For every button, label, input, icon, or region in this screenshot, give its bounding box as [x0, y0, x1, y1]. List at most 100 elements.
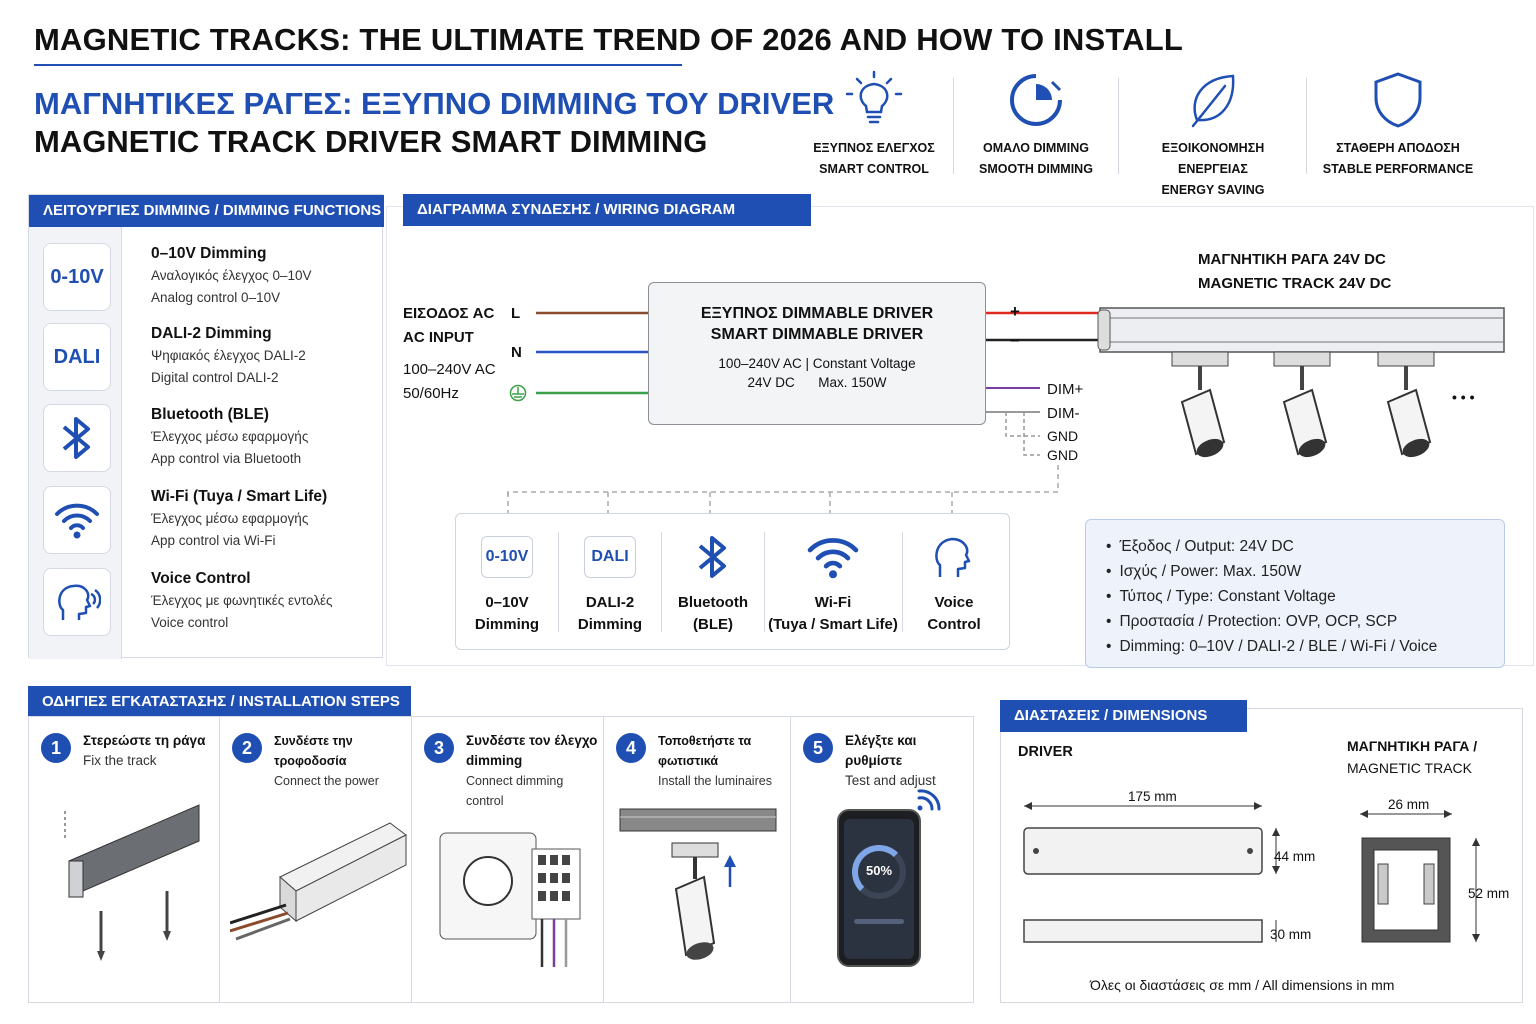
feature-energy-saving-en: ENERGY SAVING [1161, 183, 1265, 197]
dimming-arc-icon [1010, 74, 1062, 126]
function-title: Bluetooth (BLE) [151, 406, 269, 423]
spec-output: Έξοδος / Output: 24V DC [1106, 534, 1504, 559]
spotlight-icon [1273, 351, 1331, 458]
wifi-icon [43, 486, 111, 554]
function-desc-gr: Έλεγχος μέσω εφαρμογής [151, 511, 309, 526]
ac-input-frequency: 50/60Hz [403, 385, 459, 402]
badge-0-10v: 0-10V [480, 536, 534, 578]
track-dimension-label-gr: ΜΑΓΝΗΤΙΚΗ ΡΑΓΑ / [1347, 738, 1478, 754]
feature-divider [1118, 78, 1119, 174]
live-label: L [511, 305, 521, 322]
shield-icon [1374, 72, 1422, 128]
ac-input-label-gr: ΕΙΣΟΔΟΣ AC [403, 305, 495, 322]
driver-dimension-drawing [1023, 802, 1280, 943]
leaf-icon [1191, 74, 1235, 128]
driver-power: Max. 150W [818, 375, 887, 390]
feature-smart-control-en: SMART CONTROL [819, 162, 929, 176]
function-desc-gr: Έλεγχος με φωνητικές εντολές [151, 593, 333, 608]
feature-stable-performance-en: STABLE PERFORMANCE [1322, 162, 1474, 176]
feature-energy-saving: ΕΞΟΙΚΟΝΟΜΗΣΗ ΕΝΕΡΓΕΙΑΣ ENERGY SAVING [1128, 70, 1298, 201]
spotlight-icon [1171, 351, 1229, 458]
function-desc-gr: Έλεγχος μέσω εφαρμογής [151, 429, 309, 444]
spec-protection: Προστασία / Protection: OVP, OCP, SCP [1106, 609, 1504, 634]
ac-input-voltage: 100–240V AC [403, 361, 496, 378]
driver-length: 175 mm [1128, 789, 1177, 804]
driver-spec-line1: 100–240V AC | Constant Voltage [718, 356, 916, 371]
feature-smart-control-gr: ΕΞΥΠΝΟΣ ΕΛΕΓΧΟΣ [813, 141, 935, 155]
function-title: 0–10V Dimming [151, 245, 267, 262]
wifi-icon [807, 538, 859, 579]
spec-power: Ισχύς / Power: Max. 150W [1106, 559, 1504, 584]
module-bluetooth: Bluetooth(BLE) [662, 528, 764, 636]
feature-smooth-dimming-gr: ΟΜΑΛΟ DIMMING [983, 141, 1089, 155]
smartphone-app: 50% [837, 809, 921, 967]
function-title: Wi-Fi (Tuya / Smart Life) [151, 488, 328, 505]
magnetic-track-illustration [1097, 307, 1505, 458]
voice-head-icon [43, 568, 111, 636]
lightbulb-icon [845, 70, 903, 124]
dimmer-control-illustration [439, 832, 581, 967]
subtitle-greek: ΜΑΓΝΗΤΙΚΕΣ ΡΑΓΕΣ: ΕΞΥΠΝΟ DIMMING ΤΟΥ DRI… [34, 86, 835, 121]
feature-divider [953, 78, 954, 174]
brightness-slider[interactable] [854, 919, 904, 924]
module-drop-lines [507, 492, 953, 514]
track-profile-drawing [1360, 810, 1480, 943]
feature-stable-performance-gr: ΣΤΑΘΕΡΗ ΑΠΟΔΟΣΗ [1336, 141, 1460, 155]
function-desc-en: Voice control [151, 615, 229, 630]
luminaire-install-illustration [619, 808, 777, 960]
bluetooth-icon [698, 536, 726, 578]
dim-plus-label: DIM+ [1047, 381, 1084, 398]
function-desc-gr: Ψηφιακός έλεγχος DALI-2 [151, 348, 306, 363]
function-desc-en: Digital control DALI-2 [151, 370, 279, 385]
module-wifi: Wi-Fi(Tuya / Smart Life) [765, 528, 901, 636]
function-desc-gr: Αναλογικός έλεγχος 0–10V [151, 268, 312, 283]
driver-title-gr: ΕΞΥΠΝΟΣ DIMMABLE DRIVER [700, 305, 934, 322]
wifi-signal-icon [917, 789, 941, 811]
driver-voltage: 24V DC [747, 375, 795, 390]
dimming-percent: 50% [865, 863, 893, 878]
wiring-lines [507, 311, 1100, 500]
smart-driver-box: ΕΞΥΠΝΟΣ DIMMABLE DRIVER SMART DIMMABLE D… [648, 282, 986, 425]
gnd-label-1: GND [1047, 428, 1079, 444]
neutral-label: N [511, 344, 522, 361]
dimensions-header: ΔΙΑΣΤΑΣΕΙΣ / DIMENSIONS [1000, 700, 1247, 732]
dimming-dial[interactable] [852, 845, 906, 899]
driver-power-illustration [230, 822, 407, 941]
track-label-en: MAGNETIC TRACK 24V DC [1198, 275, 1392, 292]
dim-minus-label: DIM- [1047, 405, 1080, 422]
subtitle-english: MAGNETIC TRACK DRIVER SMART DIMMING [34, 124, 708, 159]
page-title: MAGNETIC TRACKS: THE ULTIMATE TREND OF 2… [34, 22, 1184, 57]
gnd-label-2: GND [1047, 447, 1079, 463]
spec-dimming: Dimming: 0–10V / DALI-2 / BLE / Wi-Fi / … [1106, 634, 1504, 659]
output-spec-box: Έξοδος / Output: 24V DC Ισχύς / Power: M… [1085, 519, 1505, 668]
earth-icon [509, 384, 527, 402]
spec-type: Τύπος / Type: Constant Voltage [1106, 584, 1504, 609]
function-title: Voice Control [151, 570, 251, 587]
output-minus-label: – [1010, 330, 1020, 349]
function-desc-en: Analog control 0–10V [151, 290, 281, 305]
driver-title-en: SMART DIMMABLE DRIVER [710, 326, 924, 343]
output-plus-label: + [1010, 302, 1020, 321]
driver-dimension-label: DRIVER [1018, 744, 1073, 760]
title-underline [34, 64, 682, 66]
bluetooth-icon [43, 404, 111, 472]
function-title: DALI-2 Dimming [151, 325, 272, 342]
more-spotlights-ellipsis: • • • [1452, 389, 1475, 405]
wiring-diagram-header: ΔΙΑΓΡΑΜΜΑ ΣΥΝΔΕΣΗΣ / WIRING DIAGRAM [403, 194, 811, 226]
feature-stable-performance: ΣΤΑΘΕΡΗ ΑΠΟΔΟΣΗ STABLE PERFORMANCE [1320, 70, 1476, 180]
badge-dali: DALI [584, 536, 636, 578]
feature-smooth-dimming-en: SMOOTH DIMMING [979, 162, 1093, 176]
function-desc-en: App control via Wi-Fi [151, 533, 276, 548]
track-mounting-illustration [64, 804, 200, 961]
function-desc-en: App control via Bluetooth [151, 451, 302, 466]
track-dimension-label-en: MAGNETIC TRACK [1347, 760, 1472, 776]
